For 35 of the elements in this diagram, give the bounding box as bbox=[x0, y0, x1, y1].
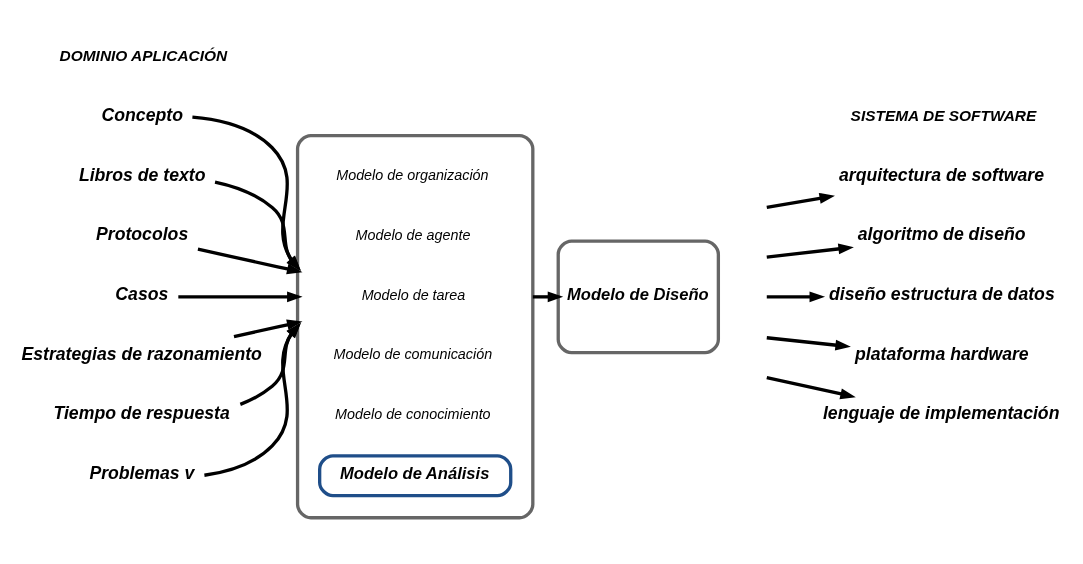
arrow bbox=[532, 290, 564, 302]
node-text: Modelo de comunicación bbox=[333, 345, 493, 362]
node-text: Concepto bbox=[101, 104, 183, 125]
node-text: plataforma hardware bbox=[855, 343, 1029, 364]
node-text: Estrategias de razonamiento bbox=[21, 343, 262, 364]
arrow bbox=[766, 243, 854, 259]
node-text: Libros de texto bbox=[78, 164, 206, 185]
node-text: Protocolos bbox=[96, 223, 189, 244]
arrow bbox=[204, 322, 301, 477]
node-text: algoritmo de diseño bbox=[857, 223, 1026, 244]
node-box: Modelo de Diseño bbox=[556, 238, 721, 354]
arrow bbox=[192, 115, 301, 271]
arrow bbox=[766, 375, 856, 399]
node-text: Modelo de organización bbox=[336, 166, 489, 183]
arrow bbox=[766, 192, 835, 209]
node-text: Modelo de tarea bbox=[361, 286, 466, 303]
arrow bbox=[766, 290, 826, 302]
label: DOMINIO APLICACIÓN bbox=[59, 46, 228, 64]
node-text: Modelo de conocimiento bbox=[335, 405, 491, 422]
node-text: diseño estructura de datos bbox=[829, 283, 1055, 304]
arrow bbox=[233, 319, 303, 338]
arrow bbox=[214, 179, 301, 271]
node-text: Tiempo de respuesta bbox=[53, 402, 230, 423]
arrow bbox=[197, 247, 303, 274]
arrow bbox=[239, 322, 301, 406]
node-text: Problemas v bbox=[89, 462, 195, 483]
cluster bbox=[295, 133, 535, 519]
arrow bbox=[766, 335, 851, 351]
node-box: Modelo de Análisis bbox=[318, 453, 513, 497]
node-text: lenguaje de implementación bbox=[822, 402, 1060, 423]
node-text: arquitectura de software bbox=[838, 164, 1045, 185]
node-text: Modelo de agente bbox=[355, 226, 471, 243]
label: SISTEMA DE SOFTWARE bbox=[850, 106, 1037, 124]
node-text: Casos bbox=[115, 283, 169, 304]
arrow bbox=[178, 290, 303, 302]
